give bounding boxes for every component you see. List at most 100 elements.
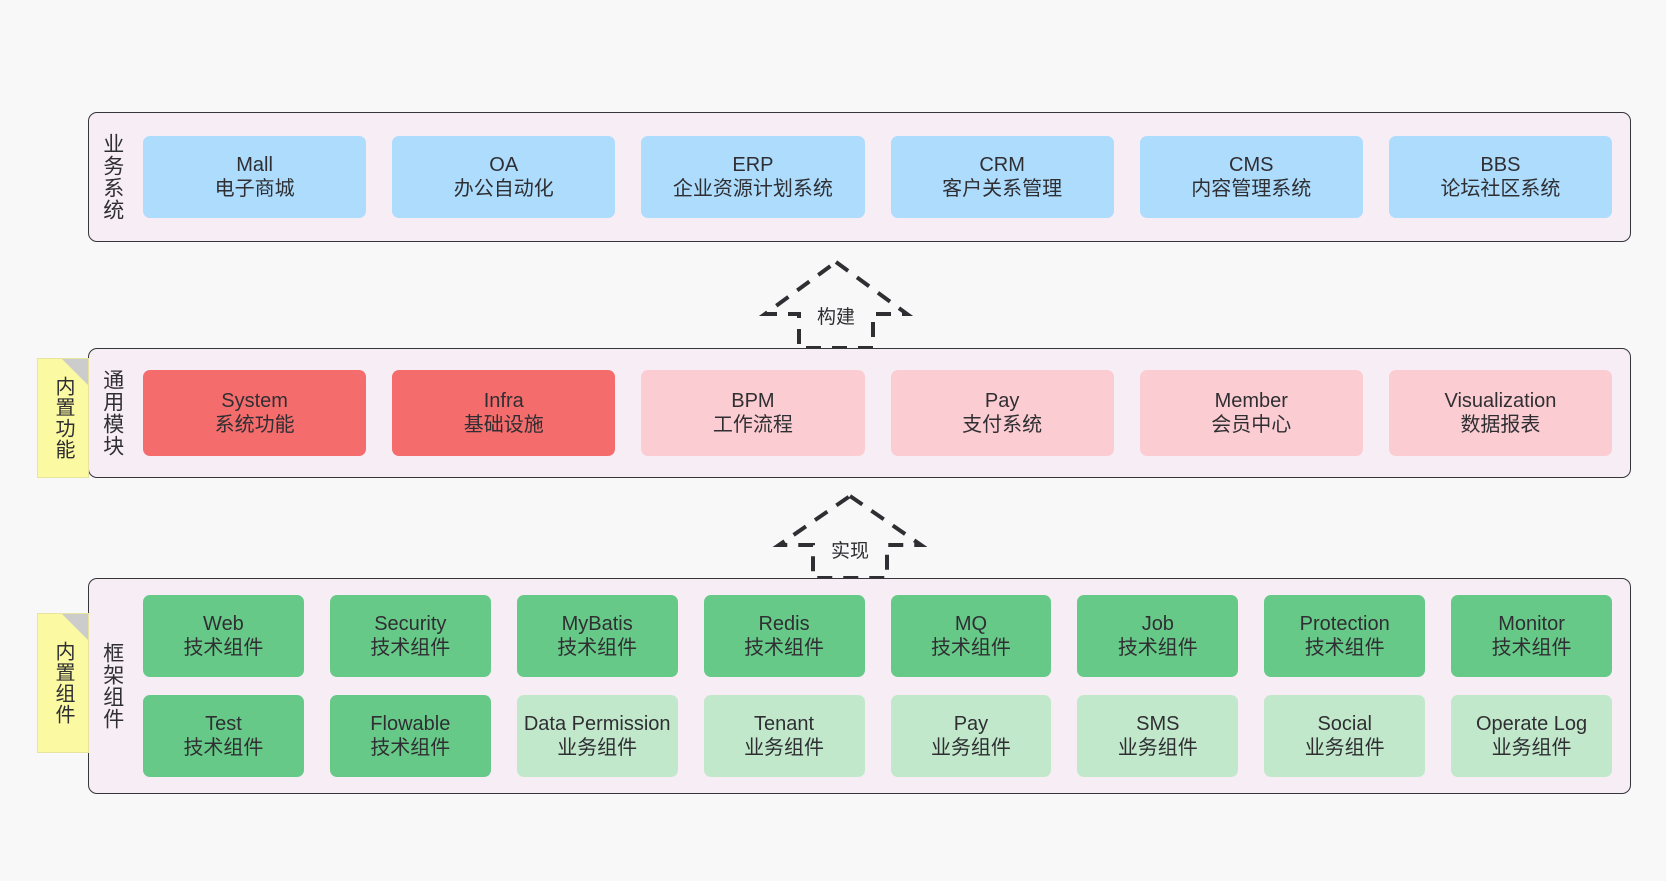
card-subtitle: 企业资源计划系统 bbox=[672, 178, 833, 200]
sticky-note-label: 内置功能 bbox=[52, 376, 74, 460]
card-subtitle: 技术组件 bbox=[183, 737, 264, 759]
card-visualization[interactable]: Visualization 数据报表 bbox=[1388, 370, 1613, 456]
card-protection[interactable]: Protection 技术组件 bbox=[1264, 595, 1426, 677]
card-mq[interactable]: MQ 技术组件 bbox=[890, 595, 1052, 677]
implement-arrow: 实现 bbox=[772, 492, 928, 580]
layer-title-business-system: 业务系统 bbox=[100, 133, 124, 221]
card-title: Protection bbox=[1299, 612, 1390, 635]
card-title: Test bbox=[205, 712, 242, 735]
layer-title-framework-component: 框架组件 bbox=[100, 642, 124, 730]
card-subtitle: 工作流程 bbox=[712, 414, 793, 436]
card-erp[interactable]: ERP 企业资源计划系统 bbox=[641, 136, 865, 218]
implement-arrow-label: 实现 bbox=[830, 541, 870, 562]
card-subtitle: 业务组件 bbox=[557, 737, 638, 759]
card-monitor[interactable]: Monitor 技术组件 bbox=[1451, 595, 1612, 677]
card-subtitle: 技术组件 bbox=[1491, 637, 1572, 659]
card-title: SMS bbox=[1136, 712, 1180, 735]
card-title: Monitor bbox=[1498, 612, 1565, 635]
card-subtitle: 内容管理系统 bbox=[1191, 178, 1312, 200]
sticky-note-label: 内置组件 bbox=[52, 641, 74, 725]
card-row: Web 技术组件 Security 技术组件 MyBatis 技术组件 Redi… bbox=[143, 595, 1612, 677]
card-title: MQ bbox=[954, 612, 988, 635]
card-title: System bbox=[221, 389, 288, 412]
card-redis[interactable]: Redis 技术组件 bbox=[703, 595, 865, 677]
layer-body-framework-component: Web 技术组件 Security 技术组件 MyBatis 技术组件 Redi… bbox=[135, 579, 1630, 793]
card-subtitle: 业务组件 bbox=[744, 737, 825, 759]
layer-framework-component: 框架组件 Web 技术组件 Security 技术组件 MyBatis 技术组件… bbox=[88, 578, 1631, 794]
card-title: Pay bbox=[984, 389, 1020, 412]
card-row: Test 技术组件 Flowable 技术组件 Data Permission … bbox=[143, 695, 1612, 777]
layer-body-business-system: Mall 电子商城 OA 办公自动化 ERP 企业资源计划系统 CRM 客户关系… bbox=[135, 113, 1630, 241]
build-arrow: 构建 bbox=[758, 258, 914, 350]
card-row: System 系统功能 Infra 基础设施 BPM 工作流程 Pay 支付系统… bbox=[143, 370, 1613, 456]
card-subtitle: 论坛社区系统 bbox=[1440, 178, 1561, 200]
card-subtitle: 业务组件 bbox=[930, 737, 1011, 759]
card-system[interactable]: System 系统功能 bbox=[143, 370, 367, 456]
card-subtitle: 支付系统 bbox=[962, 414, 1043, 436]
card-title: Flowable bbox=[370, 712, 451, 735]
card-title: BBS bbox=[1480, 153, 1521, 176]
card-oa[interactable]: OA 办公自动化 bbox=[392, 136, 616, 218]
card-cms[interactable]: CMS 内容管理系统 bbox=[1139, 136, 1363, 218]
card-subtitle: 办公自动化 bbox=[453, 178, 554, 200]
card-subtitle: 电子商城 bbox=[214, 178, 295, 200]
card-title: CMS bbox=[1229, 153, 1274, 176]
card-social[interactable]: Social 业务组件 bbox=[1264, 695, 1426, 777]
card-web[interactable]: Web 技术组件 bbox=[143, 595, 304, 677]
card-subtitle: 客户关系管理 bbox=[942, 178, 1063, 200]
sticky-note-builtin-function: 内置功能 bbox=[37, 358, 89, 478]
card-subtitle: 数据报表 bbox=[1460, 414, 1541, 436]
card-title: Operate Log bbox=[1475, 712, 1588, 735]
card-title: BPM bbox=[731, 389, 775, 412]
card-title: Tenant bbox=[754, 712, 815, 735]
card-subtitle: 技术组件 bbox=[744, 637, 825, 659]
card-test[interactable]: Test 技术组件 bbox=[143, 695, 304, 777]
card-job[interactable]: Job 技术组件 bbox=[1077, 595, 1239, 677]
card-title: CRM bbox=[979, 153, 1025, 176]
card-subtitle: 技术组件 bbox=[930, 637, 1011, 659]
card-title: MyBatis bbox=[561, 612, 633, 635]
card-title: OA bbox=[489, 153, 519, 176]
card-title: Social bbox=[1317, 712, 1372, 735]
card-flowable[interactable]: Flowable 技术组件 bbox=[329, 695, 491, 777]
card-subtitle: 会员中心 bbox=[1211, 414, 1292, 436]
card-infra[interactable]: Infra 基础设施 bbox=[392, 370, 616, 456]
card-title: Mall bbox=[236, 153, 273, 176]
card-title: ERP bbox=[732, 153, 774, 176]
card-crm[interactable]: CRM 客户关系管理 bbox=[890, 136, 1114, 218]
card-tenant[interactable]: Tenant 业务组件 bbox=[703, 695, 865, 777]
sticky-note-builtin-component: 内置组件 bbox=[37, 613, 89, 753]
card-member[interactable]: Member 会员中心 bbox=[1139, 370, 1363, 456]
card-title: Job bbox=[1141, 612, 1174, 635]
card-subtitle: 业务组件 bbox=[1117, 737, 1198, 759]
card-sms[interactable]: SMS 业务组件 bbox=[1077, 695, 1239, 777]
layer-title-common-module: 通用模块 bbox=[100, 369, 124, 457]
card-subtitle: 系统功能 bbox=[214, 414, 295, 436]
card-bbs[interactable]: BBS 论坛社区系统 bbox=[1388, 136, 1613, 218]
card-subtitle: 技术组件 bbox=[1117, 637, 1198, 659]
card-title: Infra bbox=[483, 389, 524, 412]
card-subtitle: 技术组件 bbox=[370, 737, 451, 759]
card-subtitle: 业务组件 bbox=[1491, 737, 1572, 759]
card-operate-log[interactable]: Operate Log 业务组件 bbox=[1451, 695, 1612, 777]
card-title: Redis bbox=[758, 612, 810, 635]
layer-body-common-module: System 系统功能 Infra 基础设施 BPM 工作流程 Pay 支付系统… bbox=[135, 349, 1630, 477]
card-data-permission[interactable]: Data Permission 业务组件 bbox=[516, 695, 678, 777]
card-title: Security bbox=[374, 612, 447, 635]
card-pay-component[interactable]: Pay 业务组件 bbox=[890, 695, 1052, 777]
card-subtitle: 技术组件 bbox=[183, 637, 264, 659]
card-subtitle: 技术组件 bbox=[1304, 637, 1385, 659]
card-title: Pay bbox=[953, 712, 989, 735]
card-subtitle: 技术组件 bbox=[370, 637, 451, 659]
card-subtitle: 基础设施 bbox=[463, 414, 544, 436]
card-subtitle: 业务组件 bbox=[1304, 737, 1385, 759]
card-mybatis[interactable]: MyBatis 技术组件 bbox=[516, 595, 678, 677]
build-arrow-label: 构建 bbox=[816, 307, 856, 328]
card-security[interactable]: Security 技术组件 bbox=[329, 595, 491, 677]
card-bpm[interactable]: BPM 工作流程 bbox=[641, 370, 865, 456]
card-mall[interactable]: Mall 电子商城 bbox=[143, 136, 367, 218]
card-pay[interactable]: Pay 支付系统 bbox=[890, 370, 1114, 456]
card-title: Web bbox=[203, 612, 244, 635]
layer-business-system: 业务系统 Mall 电子商城 OA 办公自动化 ERP 企业资源计划系统 CRM… bbox=[88, 112, 1631, 242]
